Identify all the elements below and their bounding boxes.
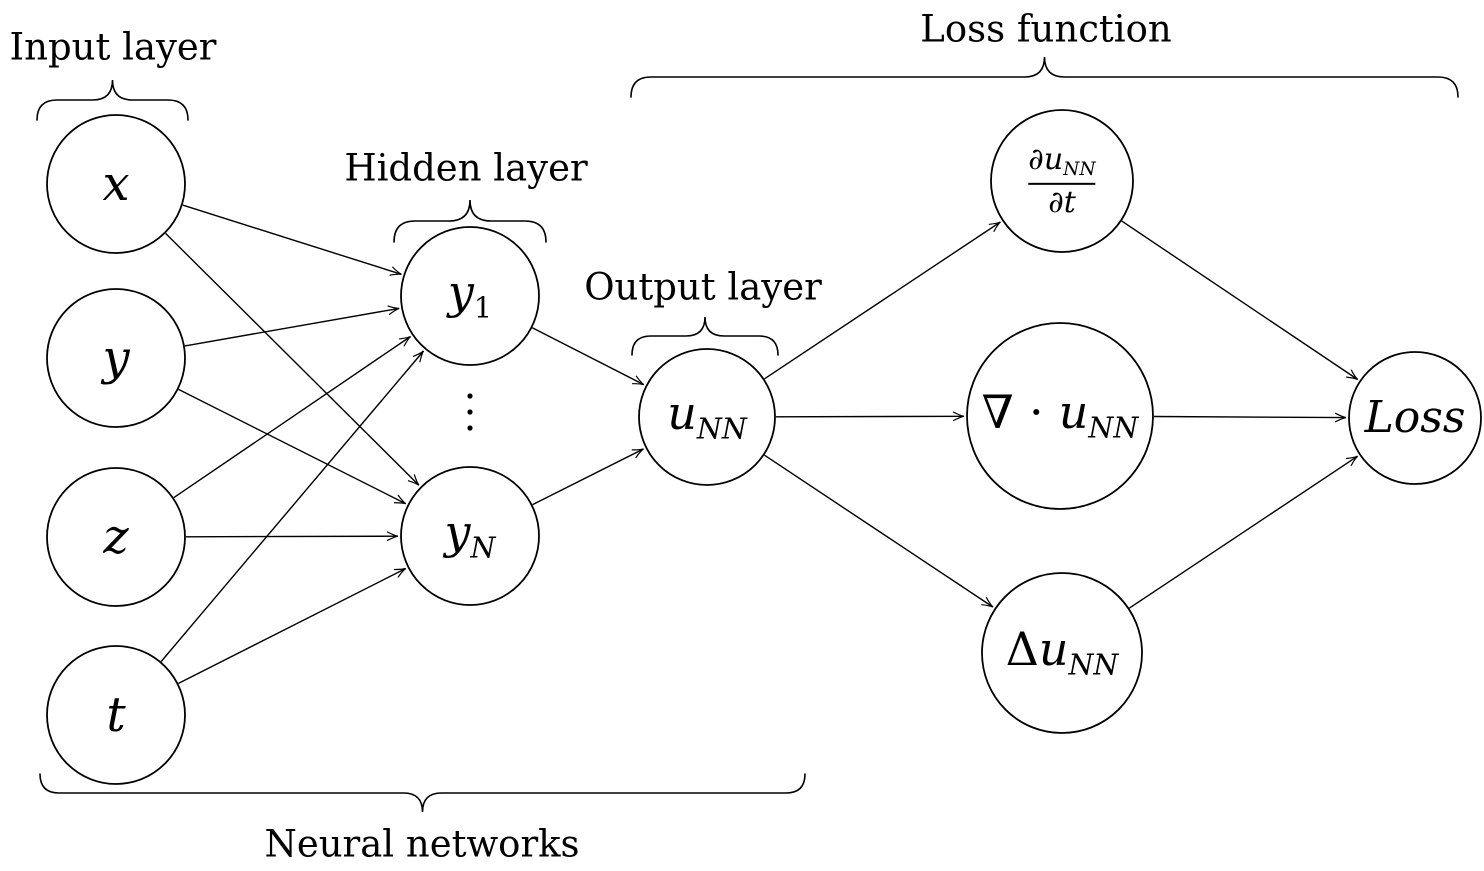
edge-lapUNN-to-loss	[1129, 455, 1359, 609]
brace-hidden-layer	[393, 199, 547, 243]
node-lapUNN-label: ΔuNN	[1006, 626, 1119, 680]
edge-t-to-yN	[178, 567, 407, 685]
node-z-circle	[46, 467, 186, 607]
label-part: t	[106, 687, 126, 743]
brace-loss-function	[630, 56, 1459, 98]
label-part: z	[103, 509, 129, 565]
label-part: NN	[1068, 648, 1119, 682]
fraction: ∂uNN ∂t	[1028, 141, 1096, 220]
label-part: Δ	[1005, 621, 1039, 676]
node-divUNN-circle	[966, 322, 1154, 510]
label-part: u	[1038, 621, 1069, 676]
node-yN-label: yN	[445, 509, 496, 563]
label-part: ∂u	[1028, 141, 1064, 177]
node-y1-circle	[400, 226, 540, 366]
edge-yN-to-uNN	[532, 448, 644, 506]
label-part: NN	[1063, 159, 1096, 181]
group-label-input-layer: Input layer	[9, 25, 217, 69]
edge-y-to-yN	[178, 388, 407, 505]
edge-z-to-y1	[173, 335, 411, 499]
node-uNN-label: uNN	[667, 390, 747, 444]
node-y-circle	[46, 288, 186, 428]
hidden-layer-ellipsis-dot	[467, 409, 473, 415]
edge-t-to-y1	[160, 350, 425, 662]
label-part: u	[1058, 384, 1089, 439]
brace-output-layer	[631, 316, 779, 356]
label-part: x	[102, 156, 130, 212]
brace-neural-networks	[39, 773, 806, 813]
edge-uNN-to-lapUNN	[764, 454, 994, 608]
node-divUNN-label: ∇ ⋅ uNN	[982, 389, 1139, 443]
edge-dudt-to-loss	[1121, 220, 1359, 381]
group-label-loss-function: Loss function	[920, 7, 1172, 51]
node-loss-label: Loss	[1365, 396, 1466, 440]
hidden-layer-ellipsis-dot	[467, 393, 473, 399]
brace-input-layer	[36, 79, 189, 121]
node-x-circle	[46, 114, 186, 254]
node-lapUNN-circle	[981, 572, 1143, 734]
node-dudt-label: ∂uNN ∂t	[1028, 141, 1096, 220]
group-label-neural-networks: Neural networks	[264, 822, 580, 866]
nodes-layer	[46, 109, 1482, 785]
edge-uNN-to-dudt	[764, 221, 1001, 380]
edge-z-to-yN	[185, 531, 399, 542]
node-y1-label: y1	[448, 269, 492, 323]
edge-y1-to-uNN	[531, 327, 645, 386]
hidden-layer-ellipsis	[467, 393, 473, 431]
edge-x-to-y1	[182, 204, 402, 276]
label-part: ∂t	[1048, 184, 1076, 220]
label-part: NN	[1088, 411, 1139, 445]
edge-x-to-yN	[165, 232, 420, 486]
edge-uNN-to-divUNN	[775, 411, 965, 422]
hidden-layer-ellipsis-dot	[467, 425, 473, 431]
label-part: 1	[473, 291, 493, 325]
label-part: y	[444, 504, 471, 559]
edge-divUNN-to-loss	[1153, 412, 1347, 423]
node-t-label: t	[106, 691, 125, 739]
node-z-label: z	[103, 513, 128, 561]
group-label-hidden-layer: Hidden layer	[344, 146, 588, 190]
edge-y-to-y1	[184, 305, 400, 347]
label-part: y	[447, 264, 474, 319]
node-x-label: x	[102, 160, 129, 208]
node-t-circle	[46, 645, 186, 785]
node-uNN-circle	[638, 348, 776, 486]
node-loss-circle	[1348, 351, 1482, 485]
node-y-label: y	[102, 334, 129, 382]
braces-layer	[36, 56, 1459, 813]
fraction-bar	[1028, 182, 1096, 185]
label-part: N	[470, 531, 496, 565]
edges-layer	[160, 204, 1359, 685]
node-dudt-circle	[990, 109, 1134, 253]
label-part: Loss	[1364, 392, 1466, 443]
label-part: NN	[696, 412, 747, 446]
label-part: u	[667, 385, 697, 440]
node-yN-circle	[400, 466, 540, 606]
group-label-output-layer: Output layer	[584, 265, 822, 309]
label-part: ∇ ⋅	[981, 384, 1059, 439]
label-part: y	[102, 330, 130, 386]
